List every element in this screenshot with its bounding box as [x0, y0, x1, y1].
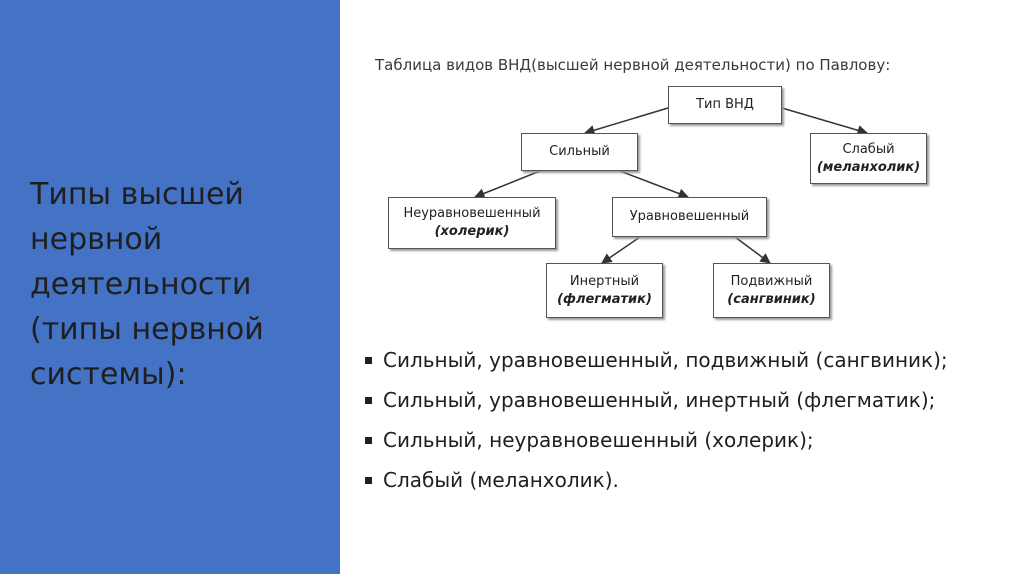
node-inert-sub: (флегматик): [557, 291, 652, 307]
bullet-text: Слабый (меланхолик).: [383, 468, 619, 492]
edge-root-strong: [583, 107, 669, 136]
node-weak: Слабый (меланхолик): [810, 133, 927, 184]
node-mobile-label: Подвижный: [730, 273, 813, 289]
edge-balanced-inert: [601, 236, 641, 264]
diagram-title: Таблица видов ВНД(высшей нервной деятель…: [375, 56, 891, 74]
bullet-item: Сильный, неуравновешенный (холерик);: [365, 425, 1015, 455]
left-accent-panel: [0, 0, 340, 574]
edge-balanced-mobile: [734, 236, 771, 264]
node-mobile: Подвижный (сангвиник): [713, 263, 830, 318]
bullet-item: Сильный, уравновешенный, инертный (флегм…: [365, 385, 1015, 415]
node-inert: Инертный (флегматик): [546, 263, 663, 318]
node-balanced: Уравновешенный: [612, 197, 767, 237]
node-weak-label: Слабый: [842, 141, 895, 157]
bullet-item: Сильный, уравновешенный, подвижный (санг…: [365, 345, 1015, 375]
slide-title: Типы высшей нервной деятельности (типы н…: [30, 177, 264, 392]
diagram-connectors: [474, 107, 869, 264]
bullet-list: Сильный, уравновешенный, подвижный (санг…: [365, 345, 1015, 505]
node-inert-label: Инертный: [569, 273, 640, 289]
square-bullet-icon: [365, 397, 372, 404]
edge-root-weak: [781, 107, 869, 136]
node-root-label: Тип ВНД: [696, 97, 754, 112]
edge-strong-balanced: [619, 170, 689, 199]
node-weak-sub: (меланхолик): [816, 159, 921, 175]
square-bullet-icon: [365, 437, 372, 444]
node-balanced-label: Уравновешенный: [629, 209, 750, 224]
node-strong: Сильный: [521, 133, 638, 171]
bullet-text: Сильный, уравновешенный, инертный (флегм…: [383, 388, 936, 412]
node-root: Тип ВНД: [668, 86, 782, 124]
square-bullet-icon: [365, 357, 372, 364]
node-mobile-sub: (сангвиник): [727, 291, 816, 307]
square-bullet-icon: [365, 477, 372, 484]
edge-strong-unbalanced: [474, 170, 541, 199]
bullet-text: Сильный, уравновешенный, подвижный (санг…: [383, 348, 948, 372]
bullet-text: Сильный, неуравновешенный (холерик);: [383, 428, 814, 452]
node-unbalanced: Неуравновешенный (холерик): [388, 197, 556, 249]
node-strong-label: Сильный: [549, 144, 610, 159]
node-unbalanced-label: Неуравновешенный: [403, 206, 541, 221]
node-unbalanced-sub: (холерик): [434, 224, 510, 239]
bullet-item: Слабый (меланхолик).: [365, 465, 1015, 495]
